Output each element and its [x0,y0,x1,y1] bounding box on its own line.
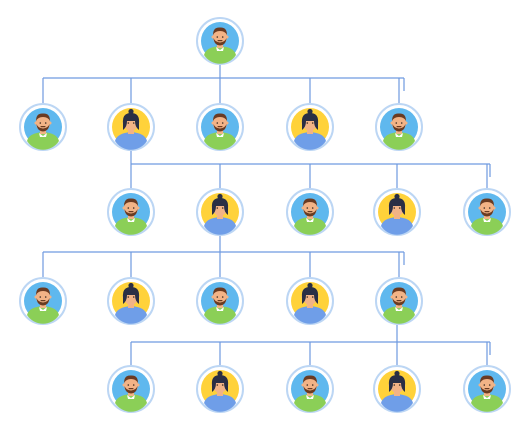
man-avatar-icon [286,365,334,413]
man-avatar-icon [375,277,423,325]
man-avatar-icon [107,365,155,413]
woman-avatar-icon [286,277,334,325]
woman-avatar-icon [196,188,244,236]
man-avatar-icon [375,103,423,151]
man-avatar-icon [19,103,67,151]
man-avatar-icon [286,188,334,236]
man-avatar-icon [463,188,511,236]
man-avatar-icon [196,17,244,65]
man-avatar-icon [107,188,155,236]
man-avatar-icon [19,277,67,325]
woman-avatar-icon [107,103,155,151]
man-avatar-icon [196,277,244,325]
man-avatar-icon [463,365,511,413]
woman-avatar-icon [373,188,421,236]
woman-avatar-icon [107,277,155,325]
woman-avatar-icon [286,103,334,151]
woman-avatar-icon [373,365,421,413]
man-avatar-icon [196,103,244,151]
woman-avatar-icon [196,365,244,413]
